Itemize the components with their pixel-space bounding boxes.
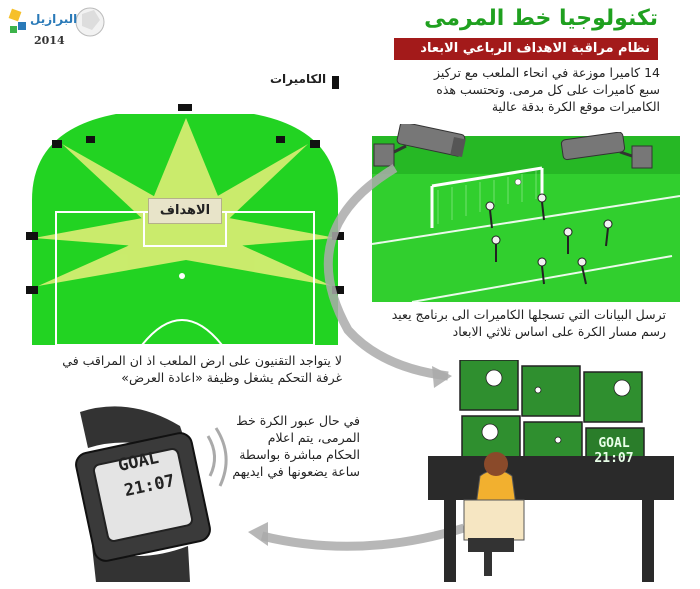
page-title: تكنولوجيا خط المرمى <box>424 6 658 31</box>
cameras-paragraph: 14 كاميرا موزعة في انحاء الملعب مع تركيز… <box>433 65 660 114</box>
camera-legend-label: الكاميرات <box>270 72 327 86</box>
page-subtitle: نظام مراقبة الاهداف الرباعي الابعاد <box>394 38 658 60</box>
field-svg <box>26 104 344 346</box>
logo <box>6 4 106 50</box>
camera-icon-left <box>372 121 468 184</box>
control-room-screen-line2: 21:07 <box>594 451 634 466</box>
control-room-screen-line1: GOAL <box>598 436 630 451</box>
logo-year: 2014 <box>34 34 65 47</box>
wristwatch-icon <box>40 396 240 582</box>
camera-legend-icon <box>332 76 339 89</box>
logo-text: البرازيل <box>30 12 78 26</box>
no-tech-paragraph: لا يتواجد التقنيون على ارض الملعب اذ ان … <box>62 353 342 385</box>
goals-label: الاهداف <box>148 198 222 224</box>
field-diagram <box>26 100 344 346</box>
camera-icon-right <box>560 131 656 182</box>
logo-graphic <box>8 7 105 37</box>
data-sent-paragraph: ترسل البيانات التي تسجلها الكاميرات الى … <box>391 307 666 339</box>
watch-paragraph: في حال عبور الكرة خط المرمى، يتم اعلام ا… <box>232 413 360 479</box>
control-room <box>424 359 680 582</box>
